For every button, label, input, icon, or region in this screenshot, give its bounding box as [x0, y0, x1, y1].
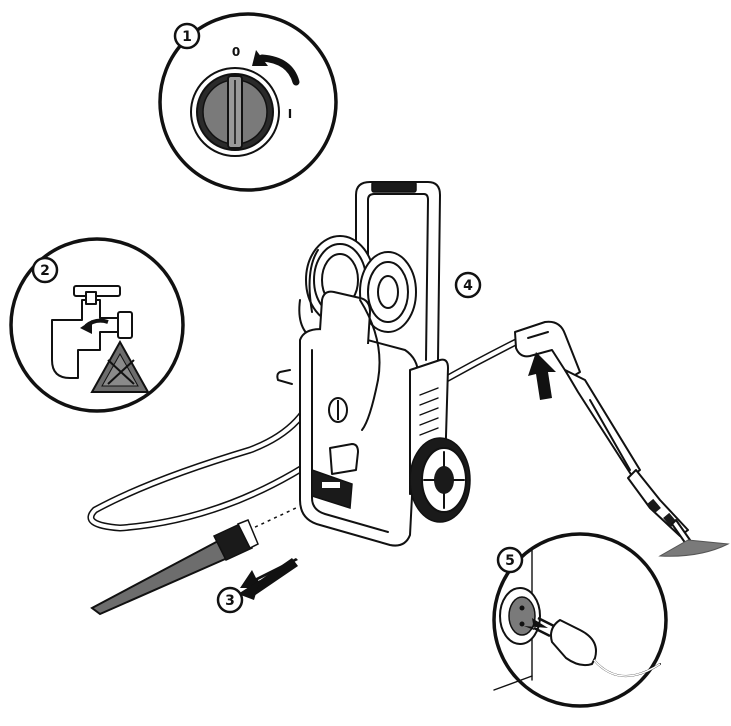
- warning-triangle-icon: [90, 339, 150, 393]
- water-inlet-hose: [90, 507, 297, 616]
- step-badge-1: 1: [173, 22, 201, 50]
- step-number: 1: [182, 29, 192, 45]
- step-badge-3: 3: [216, 586, 244, 614]
- water-tap-icon: [51, 285, 133, 379]
- wall-socket-icon: [499, 587, 541, 645]
- step-badge-5: 5: [496, 546, 524, 574]
- step-badge-2: 2: [31, 256, 59, 284]
- insert-arrow-icon: [528, 352, 556, 400]
- water-spray: [658, 539, 730, 557]
- rotary-switch-dial: [190, 67, 280, 157]
- step-number: 4: [463, 278, 473, 294]
- power-plug-icon: [533, 616, 661, 678]
- step-number: 2: [40, 263, 50, 279]
- switch-on-label: I: [288, 107, 292, 121]
- step-number: 3: [225, 593, 235, 609]
- plug-in-arrow-icon: [524, 618, 548, 630]
- pull-arrow-icon: [238, 558, 298, 600]
- spray-gun: [514, 320, 691, 545]
- pressure-washer-unit: [276, 181, 471, 547]
- wheel: [409, 437, 471, 523]
- step-badge-4: 4: [454, 271, 482, 299]
- step-number: 5: [505, 553, 515, 569]
- callout-water-tap: [9, 237, 185, 413]
- callout-power-plug: [492, 532, 668, 708]
- side-vents: [419, 387, 439, 436]
- switch-off-label: 0: [232, 45, 240, 59]
- callout-power-switch: 0 I: [158, 12, 338, 192]
- rotate-arrow-icon: [252, 50, 300, 86]
